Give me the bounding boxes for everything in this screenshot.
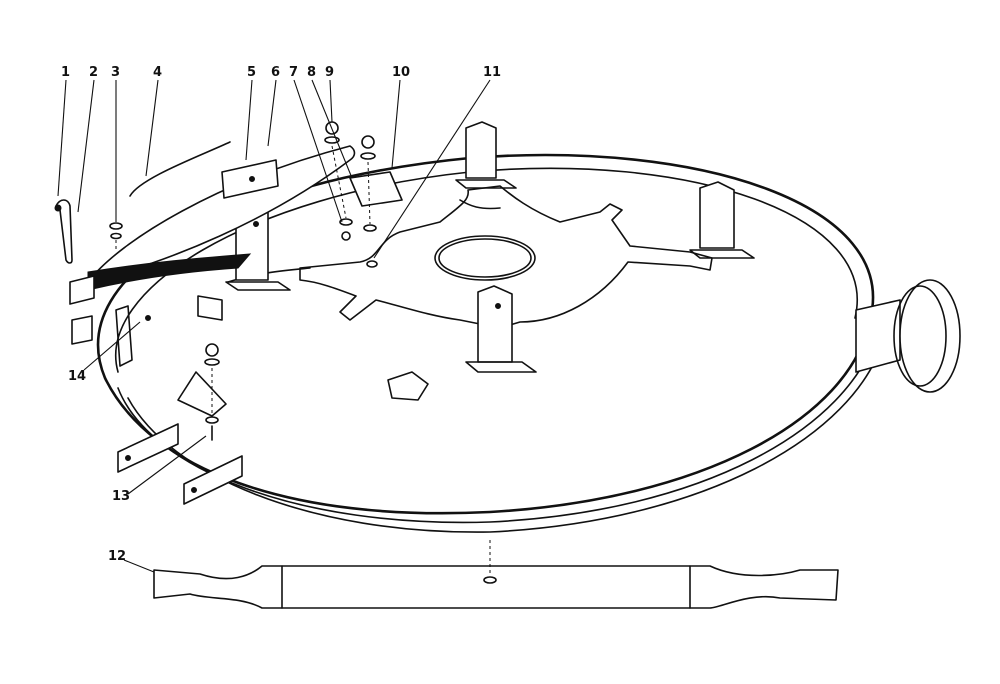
- baffle-tabs: [117, 423, 243, 505]
- callout-14: 14: [68, 369, 86, 384]
- callout-3: 3: [111, 65, 120, 80]
- hitch-pin: [54, 199, 73, 264]
- hardware-lower-bracket: [177, 295, 429, 441]
- side-trim-bracket: [69, 275, 151, 367]
- center-spider-plate: [227, 185, 713, 329]
- callout-12: 12: [108, 549, 126, 564]
- hardware-washers-upper: [109, 121, 403, 268]
- deck-bracket-rear: [455, 121, 517, 189]
- callout-13: 13: [112, 489, 130, 504]
- callout-5: 5: [247, 65, 256, 80]
- callout-9: 9: [325, 65, 334, 80]
- callout-6: 6: [271, 65, 280, 80]
- callout-4: 4: [153, 65, 162, 80]
- callout-7: 7: [289, 65, 298, 80]
- deck-wheel: [855, 279, 961, 393]
- deck-bracket-front: [465, 285, 537, 373]
- callout-8: 8: [307, 65, 316, 80]
- callout-labels: 1 2 3 4 5 6 7 8 9 10 11 12 13 14: [61, 65, 501, 564]
- callout-11: 11: [483, 65, 501, 80]
- callout-1: 1: [61, 65, 70, 80]
- mower-blade: [153, 540, 839, 609]
- deck-bracket-right: [689, 181, 755, 259]
- callout-10: 10: [392, 65, 410, 80]
- callout-2: 2: [89, 65, 98, 80]
- discharge-shield: [87, 141, 356, 291]
- callout-leaders: [57, 79, 491, 573]
